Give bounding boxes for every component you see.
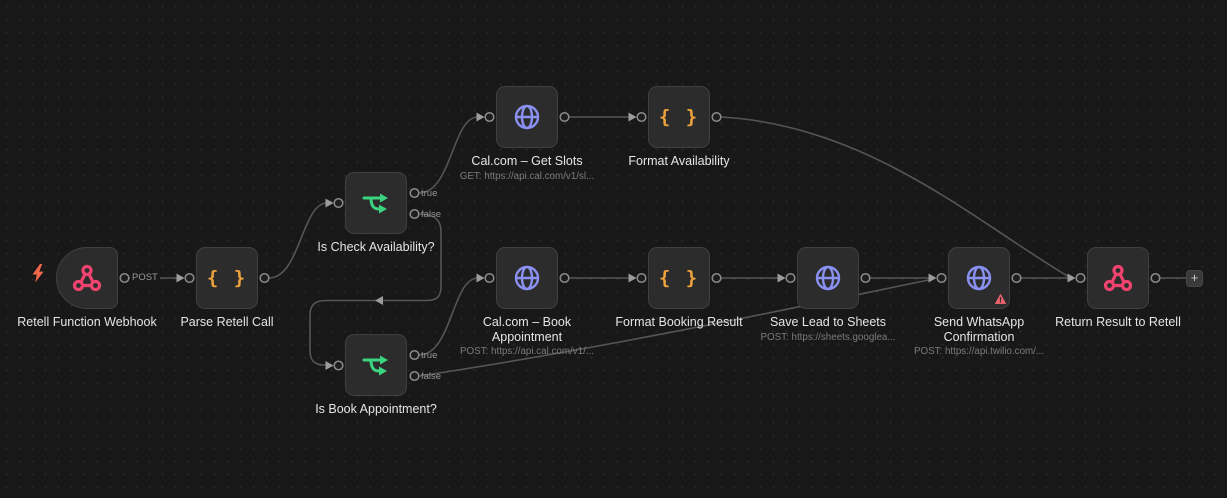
output-port-book-appointment[interactable] [559,272,570,284]
input-port-is-check[interactable] [333,197,344,209]
output-port-parse[interactable] [259,272,270,284]
input-port-format-booking[interactable] [636,272,647,284]
node-return-result-to-retell[interactable] [1087,247,1149,309]
edge-is-book-true-to-book-appointment[interactable] [418,277,479,356]
output-label-false: false [421,371,442,382]
output-label-true: true [421,350,438,361]
output-port-is-check-true[interactable] [409,187,420,199]
node-format-availability[interactable]: { } [648,86,710,148]
input-port-return[interactable] [1075,272,1086,284]
node-save-lead-to-sheets[interactable] [797,247,859,309]
output-port-save-lead[interactable] [860,272,871,284]
globe-icon [815,265,841,291]
warning-icon [995,294,1006,304]
edge-format-availability-to-return[interactable] [720,116,1071,279]
arrowhead [476,273,485,283]
input-port-whatsapp[interactable] [936,272,947,284]
webhook-icon [72,264,102,292]
input-port-is-book[interactable] [333,360,344,371]
arrowhead [325,198,334,208]
globe-icon [514,104,540,130]
node-retell-function-webhook[interactable] [56,247,118,309]
arrowhead-left [375,296,383,305]
node-format-booking-result[interactable]: { } [648,247,710,309]
edge-is-book-false-to-whatsapp[interactable] [418,278,932,377]
branch-icon [362,193,388,214]
arrowhead [476,112,485,122]
output-label-true: true [421,188,438,199]
branch-icon [362,355,388,376]
arrowhead [777,273,786,283]
arrowhead [928,273,937,283]
input-port-format-availability[interactable] [636,111,647,123]
node-is-book-appointment[interactable] [345,334,407,396]
node-send-whatsapp-confirmation[interactable] [948,247,1010,309]
node-parse-retell-call[interactable]: { } [196,247,258,309]
edge-is-check-true-to-get-slots[interactable] [418,116,479,194]
input-port-save-lead[interactable] [785,272,796,284]
arrowhead [176,273,185,283]
globe-icon [966,265,992,291]
output-port-whatsapp[interactable] [1011,272,1022,284]
arrowhead [1067,273,1076,283]
code-braces-icon: { } [206,267,248,289]
arrowhead [628,273,637,283]
globe-icon [514,265,540,291]
code-braces-icon: { } [658,106,700,128]
output-port-format-booking[interactable] [711,272,722,284]
node-cal-com-book-appointment[interactable] [496,247,558,309]
input-port-book-appointment[interactable] [484,272,495,284]
input-port-get-slots[interactable] [484,111,495,123]
trigger-lightning-icon [32,264,44,283]
output-label-false: false [421,209,442,220]
edge-parse-to-is-check[interactable] [268,202,328,279]
output-port-is-book-false[interactable] [409,370,420,382]
webhook-method-label: POST [130,272,160,283]
add-node-plus-button[interactable]: + [1186,270,1203,287]
output-port-format-availability[interactable] [711,111,722,123]
node-cal-com-get-slots[interactable] [496,86,558,148]
output-port-is-book-true[interactable] [409,349,420,361]
edge-is-check-false-to-is-book[interactable] [309,213,442,366]
output-port-is-check-false[interactable] [409,208,420,220]
webhook-icon [1103,264,1133,292]
arrowhead [325,361,334,370]
code-braces-icon: { } [658,267,700,289]
output-port-return[interactable] [1150,272,1161,284]
input-port-parse[interactable] [184,272,195,284]
output-port-get-slots[interactable] [559,111,570,123]
arrowhead [628,112,637,122]
node-is-check-availability[interactable] [345,172,407,234]
output-port-webhook[interactable] [119,272,130,284]
